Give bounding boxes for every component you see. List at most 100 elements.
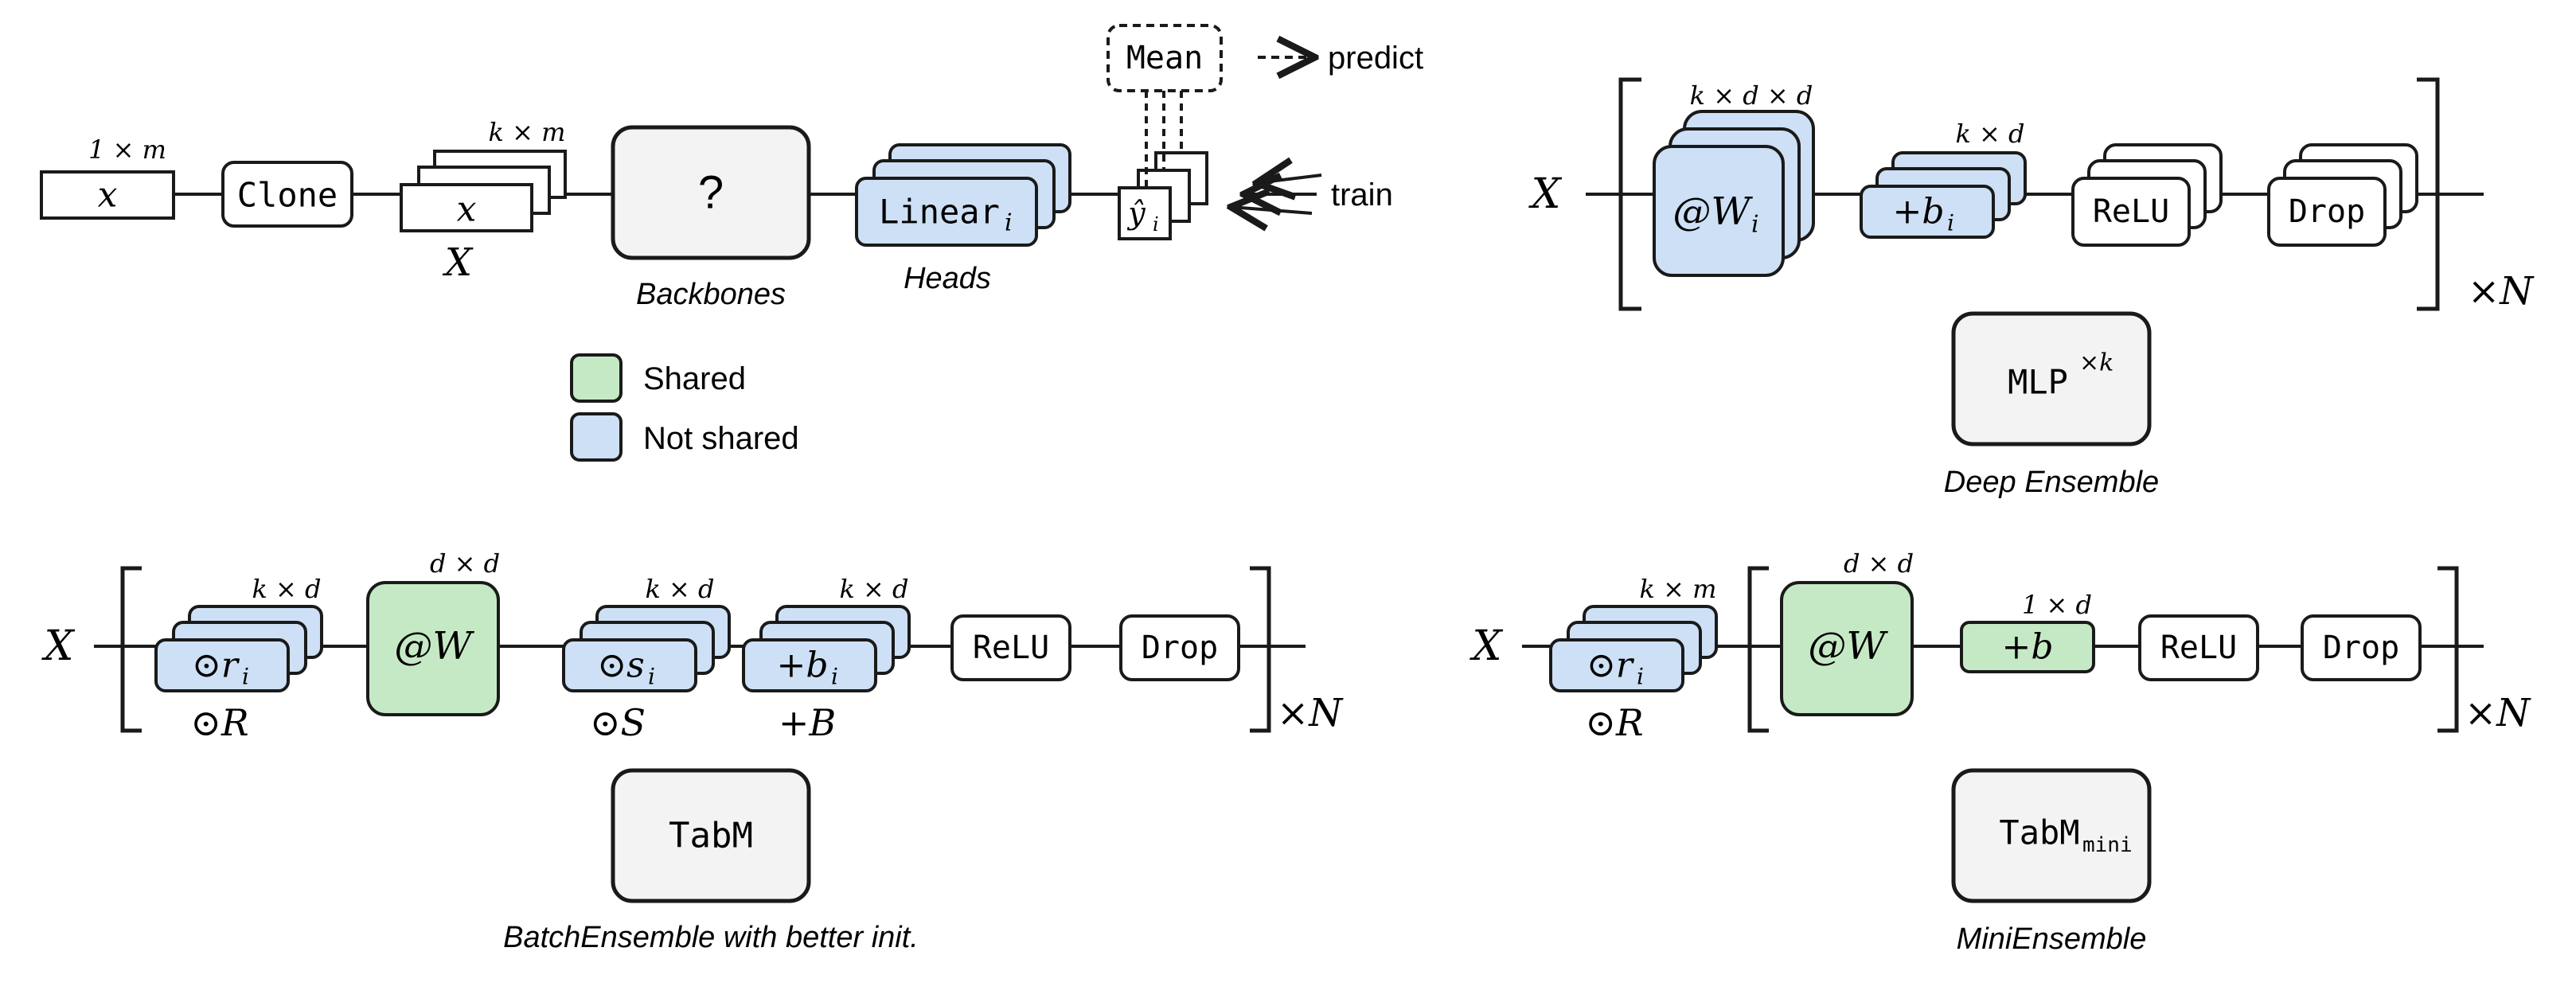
- be-s-dim: k × d: [645, 574, 714, 604]
- me-right-bracket: [2437, 566, 2459, 733]
- input-x-label: x: [98, 175, 118, 216]
- head-sub: i: [1005, 209, 1013, 237]
- be-S-label: ⊙S: [590, 701, 646, 744]
- be-caption: BatchEnsemble with better init.: [503, 921, 919, 954]
- me-drop-label: Drop: [2323, 630, 2399, 666]
- de-relu-stack-front: [2071, 177, 2191, 247]
- de-drop-stack-front: [2267, 177, 2387, 247]
- me-w-box: [1780, 581, 1914, 716]
- de-X-label: X: [1528, 170, 1562, 218]
- be-X-label: X: [41, 622, 75, 670]
- me-title-sub: mini: [2082, 833, 2133, 857]
- input-x-box: [40, 170, 175, 220]
- heads-stack: [855, 143, 1071, 247]
- output-stack: [1118, 151, 1208, 240]
- cloned-dim-label: k × m: [489, 117, 566, 147]
- output-label: ŷ: [1126, 196, 1146, 231]
- de-repeat-label: ×N: [2468, 269, 2535, 314]
- de-left-bracket: [1618, 77, 1641, 311]
- clone-label: Clone: [237, 176, 338, 215]
- de-title-box: [1951, 311, 2152, 446]
- mean-label: Mean: [1126, 40, 1203, 76]
- legend-shared-label: Shared: [643, 361, 746, 396]
- backbone-label: ?: [698, 167, 724, 219]
- cloned-x-label: x: [457, 189, 477, 230]
- clone-box: [221, 161, 353, 228]
- be-s-label: ⊙s: [597, 645, 644, 686]
- me-r-dim: k × m: [1640, 574, 1717, 604]
- be-relu-label: ReLU: [973, 630, 1049, 666]
- train-label: train: [1331, 177, 1393, 213]
- be-b-dim: k × d: [839, 574, 908, 604]
- me-caption: MiniEnsemble: [1957, 922, 2147, 956]
- de-relu-label: ReLU: [2093, 193, 2169, 230]
- be-right-bracket: [1250, 566, 1271, 733]
- me-r-sub: i: [1637, 664, 1644, 690]
- be-relu-box: [950, 614, 1071, 681]
- legend-not-shared-label: Not shared: [643, 421, 799, 456]
- cloned-x-stack: [400, 150, 567, 232]
- deep-ensemble-section: X ×N @W i k × d × d +b i k × d ReLU Drop…: [1528, 77, 2535, 499]
- heads-caption: Heads: [904, 262, 991, 295]
- legend-not-shared-swatch: [570, 412, 623, 462]
- be-r-label: ⊙r: [192, 645, 240, 686]
- be-s-stack-front: [562, 638, 697, 692]
- batch-ensemble-section: X ×N ⊙r i k × d ⊙R @W d × d ⊙s i k × d ⊙…: [41, 548, 1344, 954]
- head-label: Linear: [879, 193, 1000, 232]
- be-drop-label: Drop: [1142, 630, 1218, 666]
- me-b-box: [1960, 621, 2095, 673]
- de-b-label: +b: [1892, 192, 1944, 232]
- de-w-sub: i: [1751, 211, 1759, 239]
- be-r-dim: k × d: [252, 574, 321, 604]
- me-X-label: X: [1469, 622, 1503, 670]
- be-R-label: ⊙R: [190, 701, 248, 744]
- de-right-bracket: [2417, 77, 2440, 311]
- output-sub: i: [1153, 213, 1159, 236]
- be-w-label: @W: [394, 624, 474, 669]
- train-arrows: [1231, 175, 1322, 213]
- input-dim-label: 1 × m: [88, 135, 166, 165]
- me-R-label: ⊙R: [1585, 701, 1643, 744]
- de-w-stack-front: [1653, 145, 1785, 277]
- be-repeat-label: ×N: [1277, 691, 1344, 735]
- me-w-dim: d × d: [1844, 548, 1914, 579]
- de-b-sub: i: [1947, 210, 1954, 236]
- be-s-sub: i: [648, 664, 655, 690]
- de-drop-label: Drop: [2289, 193, 2365, 230]
- mean-box: [1107, 24, 1223, 92]
- de-b-stack-front: [1860, 185, 1995, 239]
- de-b-dim: k × d: [1955, 119, 2024, 149]
- be-b-label: +b: [776, 645, 828, 686]
- me-relu-box: [2138, 614, 2259, 681]
- me-w-label: @W: [1808, 624, 1888, 669]
- me-left-bracket: [1747, 566, 1769, 733]
- backbone-box: [611, 125, 811, 260]
- me-repeat-label: ×N: [2465, 691, 2531, 735]
- de-title: MLP: [2008, 363, 2068, 402]
- be-b-stack-front: [742, 638, 877, 692]
- me-drop-box: [2301, 614, 2422, 681]
- be-left-bracket: [120, 566, 142, 733]
- X-label: X: [442, 240, 474, 285]
- de-title-sup: ×k: [2079, 349, 2113, 377]
- me-b-dim: 1 × d: [2022, 590, 2092, 620]
- be-title-box: [611, 768, 811, 903]
- de-w-dim: k × d × d: [1690, 80, 1813, 111]
- backbones-caption: Backbones: [636, 278, 786, 311]
- be-w-dim: d × d: [430, 548, 500, 579]
- be-w-box: [366, 581, 500, 716]
- legend-shared-swatch: [570, 353, 623, 403]
- me-b-label: +b: [2001, 627, 2053, 668]
- me-relu-label: ReLU: [2160, 630, 2237, 666]
- me-r-stack-front: [1549, 638, 1684, 692]
- de-caption: Deep Ensemble: [1944, 466, 2159, 499]
- be-b-sub: i: [831, 664, 838, 690]
- predict-label: predict: [1328, 41, 1423, 76]
- me-title: TabM: [1999, 813, 2079, 852]
- be-r-stack-front: [154, 638, 290, 692]
- mean-connectors: [1145, 91, 1183, 188]
- be-drop-box: [1119, 614, 1240, 681]
- de-w-label: @W: [1672, 189, 1753, 234]
- be-title: TabM: [669, 816, 753, 856]
